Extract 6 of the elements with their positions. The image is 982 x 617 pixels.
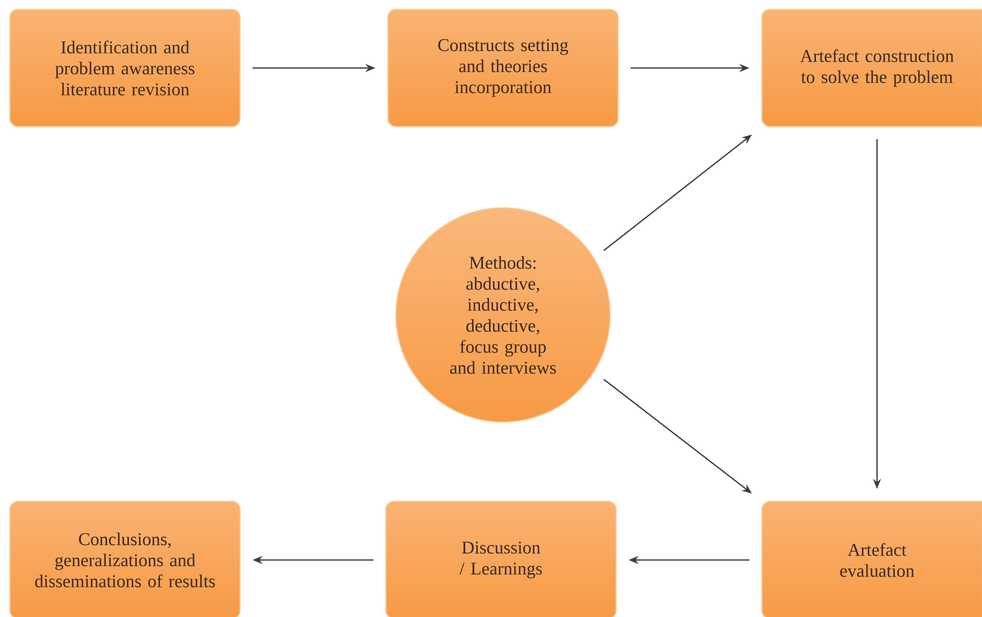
process-box: Identification and problem awareness literature revision — [9, 8, 241, 128]
process-box: Discussion / Learnings — [385, 500, 617, 617]
process-box: Artefact evaluation — [761, 500, 982, 617]
process-box: Constructs setting and theories incorporation — [387, 8, 619, 128]
process-box: Conclusions, generalizations and disseminations of results — [9, 500, 241, 617]
process-box: Artefact construction to solve the problem — [761, 8, 982, 128]
